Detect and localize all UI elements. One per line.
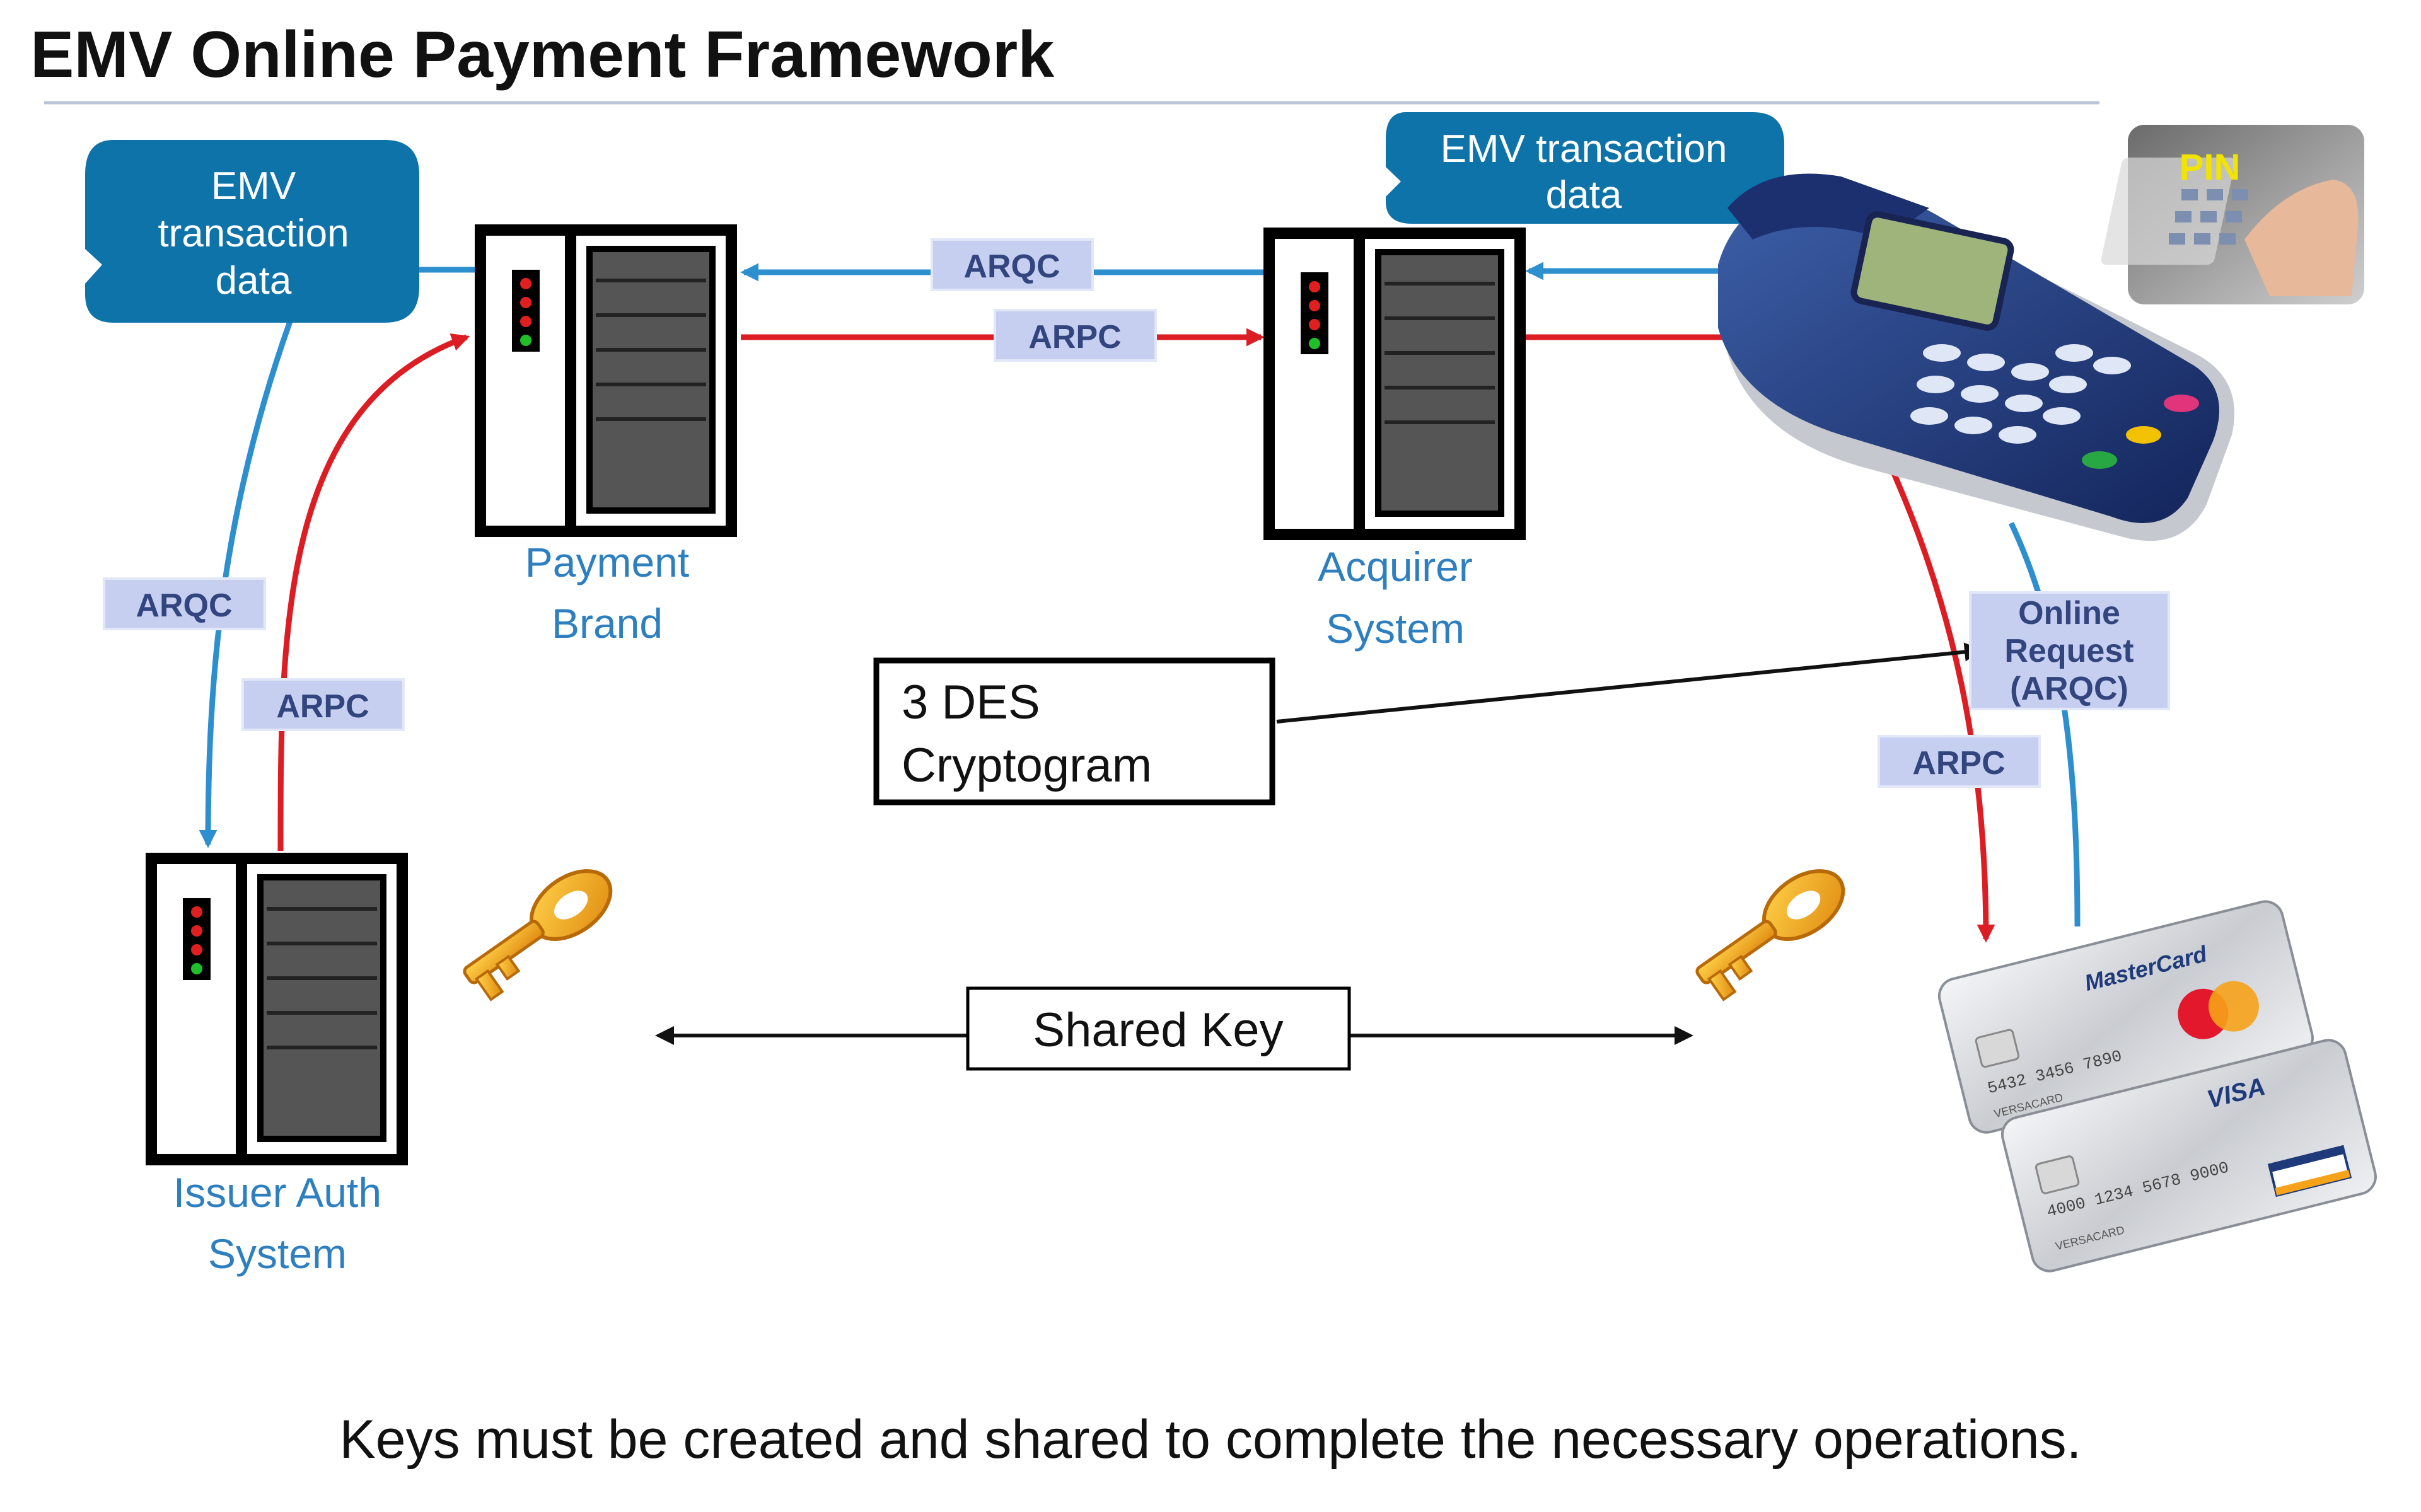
tag-online-request-line-2: Request <box>2004 633 2134 669</box>
tag-arpc-top-text: ARPC <box>1028 319 1121 355</box>
cryptogram-box: 3 DES Cryptogram <box>873 657 1275 805</box>
tag-arqc-top-text: ARQC <box>963 248 1060 285</box>
pin-label: PIN <box>2180 147 2241 188</box>
cards-image: MasterCard 5432 3456 7890 VERSACARD VISA… <box>1937 900 2377 1273</box>
cryptogram-pointer <box>1276 642 1983 724</box>
cryptogram-line-2: Cryptogram <box>902 739 1152 792</box>
payment-terminal-image <box>1718 173 2234 541</box>
label-payment-brand-2: Brand <box>552 600 663 647</box>
tag-online-request: Online Request (ARQC) <box>1969 591 2170 710</box>
tag-arqc-top: ARQC <box>931 238 1094 291</box>
cryptogram-line-1: 3 DES <box>902 676 1040 729</box>
label-issuer-2: System <box>208 1230 347 1277</box>
tag-arpc-left-text: ARPC <box>276 688 369 725</box>
label-payment-brand-1: Payment <box>525 539 689 586</box>
server-issuer: Issuer Auth System <box>146 853 408 1277</box>
tag-arqc-left: ARQC <box>103 577 266 630</box>
bubble-left-line-2: transaction <box>158 212 349 255</box>
pin-pad-image: PIN <box>2101 125 2364 304</box>
key-left-icon <box>463 869 613 1001</box>
label-acquirer-1: Acquirer <box>1318 543 1473 590</box>
bubble-right-line-1: EMV transaction <box>1441 127 1727 171</box>
bubble-left-line-3: data <box>216 259 292 303</box>
tag-online-request-line-1: Online <box>2018 595 2120 632</box>
flow-terminal-to-card <box>1882 453 1995 943</box>
flow-issuer-to-brand <box>277 333 470 851</box>
page-title: EMV Online Payment Framework <box>30 18 1055 91</box>
bubble-right-line-2: data <box>1546 173 1622 217</box>
bubble-left-line-1: EMV <box>211 164 296 208</box>
tag-arpc-top: ARPC <box>994 309 1157 362</box>
bubble-right: EMV transaction data <box>1386 112 1784 224</box>
server-payment-brand: Payment Brand <box>475 224 737 647</box>
tag-arpc-right-text: ARPC <box>1912 745 2005 782</box>
caption: Keys must be created and shared to compl… <box>339 1409 2082 1470</box>
shared-key-box: Shared Key <box>966 986 1351 1071</box>
label-issuer-1: Issuer Auth <box>173 1169 381 1216</box>
shared-key-text: Shared Key <box>1033 1003 1283 1057</box>
tag-arpc-left: ARPC <box>241 678 405 731</box>
flow-card-to-terminal <box>2008 522 2081 927</box>
key-right-icon <box>1695 869 1845 1001</box>
tag-arpc-right: ARPC <box>1878 735 2041 788</box>
tag-online-request-line-3: (ARQC) <box>2010 671 2128 707</box>
label-acquirer-2: System <box>1326 605 1465 652</box>
tag-arqc-left-text: ARQC <box>136 587 232 624</box>
bubble-left: EMV transaction data <box>85 140 419 323</box>
server-acquirer: Acquirer System <box>1263 228 1526 652</box>
